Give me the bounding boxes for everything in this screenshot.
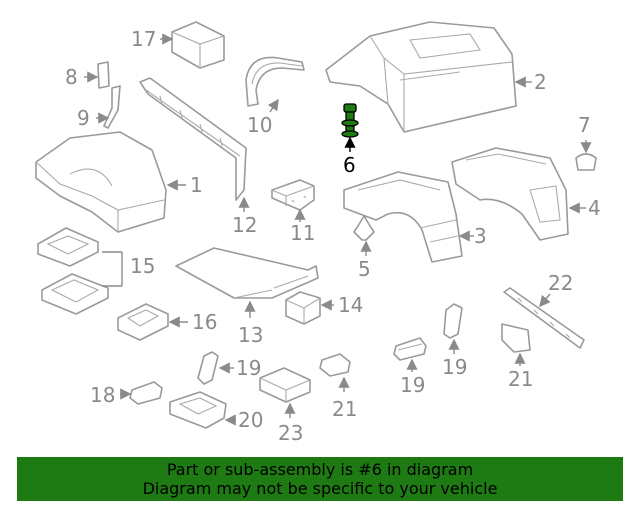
part-10[interactable] <box>245 56 305 107</box>
part-18[interactable] <box>129 381 163 405</box>
leader-10 <box>267 98 279 113</box>
callout-2: 2 <box>534 70 547 94</box>
callout-18: 18 <box>90 383 115 407</box>
banner-line-1: Part or sub-assembly is #6 in diagram <box>166 460 474 479</box>
callout-20: 20 <box>238 408 263 432</box>
callout-4: 4 <box>588 196 601 220</box>
part-1[interactable] <box>35 131 167 233</box>
leader-22 <box>539 293 551 308</box>
leader-15 <box>102 251 123 287</box>
part-19-left[interactable] <box>197 351 219 385</box>
part-3[interactable] <box>343 171 463 263</box>
callout-17: 17 <box>131 27 156 51</box>
part-2[interactable] <box>325 21 517 133</box>
callout-13: 13 <box>238 323 263 347</box>
callout-9: 9 <box>77 106 90 130</box>
part-12[interactable] <box>139 77 247 201</box>
part-6-bolt[interactable] <box>341 103 359 138</box>
callout-6: 6 <box>343 153 356 177</box>
part-19-center[interactable] <box>393 337 427 361</box>
part-20[interactable] <box>169 391 227 429</box>
part-11[interactable] <box>271 179 315 211</box>
part-15-upper[interactable] <box>37 227 99 267</box>
callout-19-right: 19 <box>442 355 467 379</box>
callout-12: 12 <box>232 213 257 237</box>
callout-8: 8 <box>65 65 78 89</box>
callout-3: 3 <box>474 224 487 248</box>
parts-diagram: 17 8 9 1 12 10 2 6 <box>35 21 601 445</box>
part-23[interactable] <box>259 367 311 403</box>
callout-19-center: 19 <box>400 373 425 397</box>
part-9[interactable] <box>103 85 121 129</box>
part-19-right[interactable] <box>443 303 463 339</box>
callout-7: 7 <box>578 113 591 137</box>
callout-11: 11 <box>290 221 315 245</box>
part-14[interactable] <box>285 291 321 325</box>
part-21-right[interactable] <box>501 323 531 353</box>
callout-15: 15 <box>130 254 155 278</box>
part-13[interactable] <box>175 247 319 299</box>
callout-19-left: 19 <box>236 356 261 380</box>
callout-21-center: 21 <box>332 397 357 421</box>
callout-5: 5 <box>358 257 371 281</box>
part-21-center[interactable] <box>319 353 351 377</box>
part-22[interactable] <box>503 287 585 349</box>
info-banner: Part or sub-assembly is #6 in diagram Di… <box>17 457 623 501</box>
banner-line-2: Diagram may not be specific to your vehi… <box>142 479 498 498</box>
callout-21-right: 21 <box>508 367 533 391</box>
part-15-lower[interactable] <box>41 273 109 315</box>
part-8[interactable] <box>97 61 110 89</box>
part-16[interactable] <box>117 303 169 341</box>
callout-16: 16 <box>192 310 217 334</box>
part-4[interactable] <box>451 147 569 241</box>
callout-22: 22 <box>548 271 573 295</box>
callout-1: 1 <box>190 173 203 197</box>
part-7[interactable] <box>575 153 597 171</box>
callout-23: 23 <box>278 421 303 445</box>
part-5[interactable] <box>353 215 375 241</box>
callout-14: 14 <box>338 293 363 317</box>
part-17[interactable] <box>171 21 225 69</box>
callout-10: 10 <box>247 113 272 137</box>
